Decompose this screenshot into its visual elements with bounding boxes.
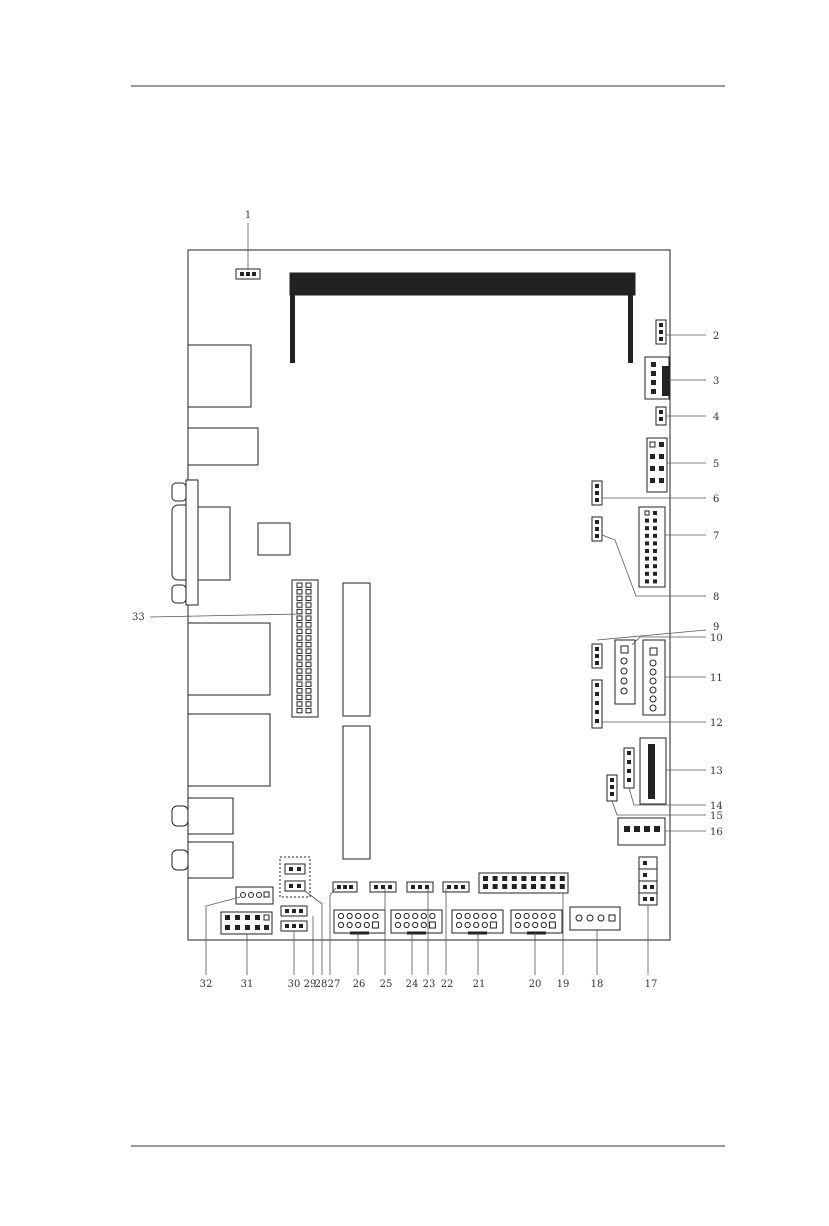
callout-1: 1 [245,210,251,221]
expansion-slot-1 [343,583,370,716]
pin-header-23 [407,882,433,892]
callout-31: 31 [241,979,254,990]
pin-header-8 [592,517,602,541]
callout-26: 26 [353,979,366,990]
callout-17: 17 [645,979,658,990]
callout-13: 13 [710,766,723,777]
pin-header-9 [592,644,602,668]
pin-header-17 [639,857,657,905]
callout-21: 21 [473,979,486,990]
pin-header-7 [639,507,665,587]
pin-header-30 [281,921,307,931]
callout-19: 19 [557,979,570,990]
expansion-slot-2 [343,726,370,859]
callout-7: 7 [713,531,719,542]
lan-port-2 [188,714,270,786]
callout-6: 6 [713,494,719,505]
pin-header-27 [333,882,357,892]
callout-4: 4 [713,412,719,423]
callout-20: 20 [529,979,542,990]
rear-port-1 [188,345,251,407]
pin-header-14 [624,748,634,788]
board-outline [188,250,670,940]
callout-10: 10 [710,633,723,644]
connector-3 [645,357,669,399]
pin-header-22 [443,882,469,892]
callout-23: 23 [423,979,436,990]
connector-18 [570,907,620,930]
pin-header-4 [656,407,666,425]
callout-27: 27 [328,979,341,990]
connector-32 [236,887,273,904]
usb-port-2 [172,842,233,878]
box-header-20 [511,910,562,933]
pin-header-19 [479,873,568,893]
callout-12: 12 [710,718,723,729]
pin-header-15 [607,775,617,801]
callout-3: 3 [713,376,719,387]
box-header-21 [452,910,503,933]
connector-10 [615,640,635,704]
box-header-24 [391,910,442,933]
box-header-26 [334,910,385,933]
callout-2: 2 [713,331,719,342]
callout-32: 32 [200,979,213,990]
pin-header-33 [292,580,318,717]
callout-11: 11 [710,673,723,684]
pin-header-5 [647,438,667,492]
connector-11 [643,640,665,715]
callout-24: 24 [406,979,419,990]
callout-8: 8 [713,592,719,603]
callout-30: 30 [288,979,301,990]
callout-22: 22 [441,979,454,990]
lan-port-1 [188,623,270,695]
callout-9: 9 [713,622,719,633]
chip [258,523,290,555]
callout-28: 28 [315,979,328,990]
pin-header-31 [221,912,272,934]
connector-16 [618,818,665,845]
callout-18: 18 [591,979,604,990]
pin-header-6 [592,481,602,505]
rear-port-2 [188,428,258,465]
pin-header-2 [656,320,666,344]
callout-16: 16 [710,827,723,838]
pin-header-12 [592,680,602,728]
pin-header-25 [370,882,396,892]
callout-15: 15 [710,811,723,822]
callout-29: 29 [304,979,317,990]
callout-5: 5 [713,459,719,470]
callout-33: 33 [132,612,145,623]
callout-25: 25 [380,979,393,990]
pin-header-1 [236,269,260,279]
sata-connector-13 [640,738,666,804]
usb-port-1 [172,798,233,834]
pin-header-29 [281,906,307,916]
